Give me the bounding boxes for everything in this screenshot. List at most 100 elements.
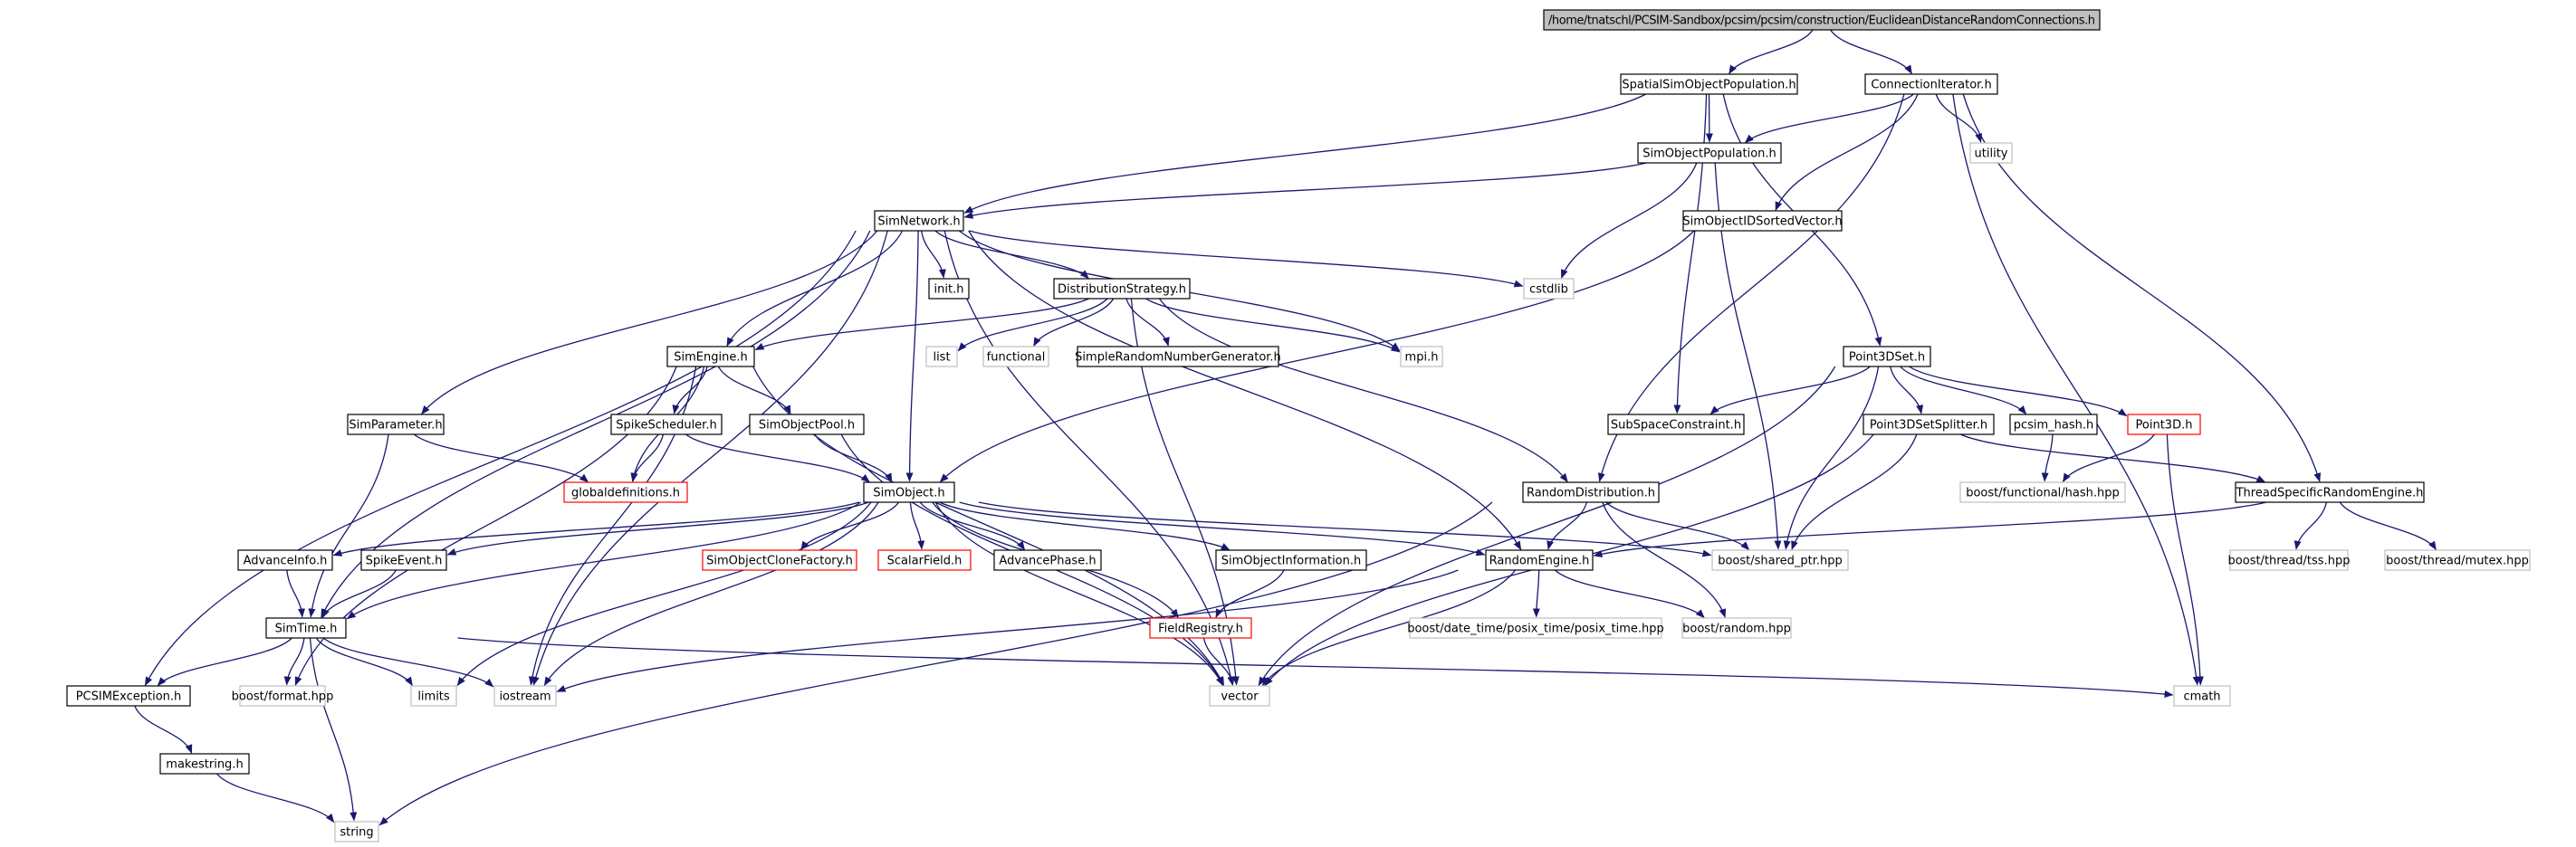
edge-simnet-to-simobject	[905, 230, 919, 482]
node-soid[interactable]: SimObjectIDSortedVector.h	[1682, 210, 1843, 232]
node-label-iostream: iostream	[499, 690, 551, 704]
node-sso_pop[interactable]: SpatialSimObjectPopulation.h	[1620, 73, 1798, 95]
node-advinfo[interactable]: AdvanceInfo.h	[237, 549, 333, 571]
node-bshared: boost/shared_ptr.hpp	[1711, 549, 1849, 571]
node-iostream: iostream	[493, 685, 557, 707]
node-box-cmath	[2173, 685, 2231, 707]
edge-sso_pop-to-simnet	[963, 93, 1647, 214]
node-label-vector: vector	[1221, 690, 1259, 704]
node-label-scalarfield: ScalarField.h	[887, 555, 962, 568]
node-advphase[interactable]: AdvancePhase.h	[993, 549, 1102, 571]
node-simnet[interactable]: SimNetwork.h	[874, 210, 964, 232]
nodes-layer: /home/tnatschl/PCSIM-Sandbox/pcsim/pcsim…	[66, 9, 2531, 842]
edge-randengine-to-bposix	[1532, 569, 1540, 618]
edge-simobject-to-socf	[800, 501, 900, 551]
node-box-randengine	[1485, 549, 1594, 571]
node-randengine[interactable]: RandomEngine.h	[1485, 549, 1594, 571]
node-label-p3dset: Point3DSet.h	[1849, 351, 1925, 365]
node-label-p3dsplit: Point3DSetSplitter.h	[1870, 419, 1987, 433]
node-tsre[interactable]: ThreadSpecificRandomEngine.h	[2235, 481, 2425, 503]
edge-diststrat-to-srng	[1125, 298, 1170, 347]
node-label-brandom: boost/random.hpp	[1682, 623, 1791, 636]
node-simparam[interactable]: SimParameter.h	[347, 414, 445, 435]
node-p3dset[interactable]: Point3DSet.h	[1843, 346, 1931, 367]
node-vector: vector	[1209, 685, 1270, 707]
edge-diststrat-to-functional	[1033, 298, 1115, 347]
node-box-pcsimexc	[66, 685, 191, 707]
edge-spikesched-to-globaldefs	[630, 433, 665, 482]
edge-simobject-to-iostream	[543, 501, 879, 687]
node-box-bposix	[1409, 617, 1662, 639]
node-sopool[interactable]: SimObjectPool.h	[749, 414, 865, 435]
node-soinfo[interactable]: SimObjectInformation.h	[1215, 549, 1367, 571]
edge-point3d-to-cmath	[2166, 433, 2204, 686]
node-box-conn_iter	[1864, 73, 1998, 95]
edge-randdist-to-string	[378, 501, 1493, 826]
node-simengine[interactable]: SimEngine.h	[666, 346, 755, 367]
edge-simtime-to-pcsimexc	[157, 637, 292, 687]
node-label-functional: functional	[987, 351, 1046, 365]
node-label-sim_obj_pop: SimObjectPopulation.h	[1642, 148, 1776, 161]
node-box-makestring	[159, 753, 250, 775]
node-label-pcsimhash: pcsim_hash.h	[2014, 419, 2094, 433]
node-pcsimexc[interactable]: PCSIMException.h	[66, 685, 191, 707]
edge-p3dsplit-to-tsre	[1960, 433, 2266, 483]
edge-simnet-to-vector	[943, 230, 1235, 686]
edge-makestring-to-string	[215, 773, 335, 823]
node-label-sso_pop: SpatialSimObjectPopulation.h	[1622, 79, 1796, 92]
node-socf[interactable]: SimObjectCloneFactory.h	[702, 549, 857, 571]
node-p3dsplit[interactable]: Point3DSetSplitter.h	[1863, 414, 1995, 435]
node-label-bformat: boost/format.hpp	[232, 690, 334, 704]
node-box-limits	[410, 685, 457, 707]
edge-diststrat-to-mpi	[1145, 298, 1401, 353]
node-scalarfield[interactable]: ScalarField.h	[877, 549, 972, 571]
node-box-randdist	[1522, 481, 1660, 503]
edge-soid-to-simobject	[939, 230, 1695, 483]
node-srng[interactable]: SimpleRandomNumberGenerator.h	[1075, 346, 1281, 367]
edge-p3dset-to-subspace	[1709, 366, 1871, 415]
node-list: list	[925, 346, 958, 367]
node-label-spikesched: SpikeScheduler.h	[616, 419, 716, 433]
node-diststrat[interactable]: DistributionStrategy.h	[1053, 278, 1191, 300]
node-simtime[interactable]: SimTime.h	[265, 617, 347, 639]
node-init[interactable]: init.h	[928, 278, 970, 300]
node-box-subspace	[1607, 414, 1745, 435]
node-pcsimhash[interactable]: pcsim_hash.h	[2009, 414, 2098, 435]
node-spikesched[interactable]: SpikeScheduler.h	[610, 414, 723, 435]
node-label-bmutex: boost/thread/mutex.hpp	[2386, 555, 2529, 568]
node-conn_iter[interactable]: ConnectionIterator.h	[1864, 73, 1998, 95]
node-point3d[interactable]: Point3D.h	[2127, 414, 2201, 435]
node-sim_obj_pop[interactable]: SimObjectPopulation.h	[1637, 142, 1782, 164]
edge-simobject-to-advphase	[919, 501, 1026, 551]
edge-simparam-to-simtime	[308, 433, 389, 618]
node-box-btss	[2229, 549, 2349, 571]
edge-root-to-sso_pop	[1729, 29, 1814, 75]
edge-p3dset-to-point3d	[1909, 366, 2128, 417]
node-label-cmath: cmath	[2183, 690, 2220, 704]
node-label-mpi: mpi.h	[1405, 351, 1439, 365]
node-label-cstdlib: cstdlib	[1529, 283, 1568, 297]
node-box-sim_obj_pop	[1637, 142, 1782, 164]
node-simobject[interactable]: SimObject.h	[863, 481, 955, 503]
edge-simobject-to-spikeevent	[446, 501, 869, 556]
edge-simengine-to-sopool	[717, 366, 791, 415]
node-globaldefs[interactable]: globaldefinitions.h	[563, 481, 688, 503]
node-cmath: cmath	[2173, 685, 2231, 707]
edge-p3dset-to-bshared	[1783, 366, 1880, 550]
node-box-socf	[702, 549, 857, 571]
node-fieldreg[interactable]: FieldRegistry.h	[1149, 617, 1252, 639]
node-root[interactable]: /home/tnatschl/PCSIM-Sandbox/pcsim/pcsim…	[1543, 9, 2101, 31]
node-spikeevent[interactable]: SpikeEvent.h	[360, 549, 447, 571]
node-box-pcsimhash	[2009, 414, 2098, 435]
node-box-advinfo	[237, 549, 333, 571]
edge-simnet-to-init	[920, 230, 946, 279]
node-label-advinfo: AdvanceInfo.h	[244, 555, 328, 568]
node-makestring[interactable]: makestring.h	[159, 753, 250, 775]
edge-conn_iter-to-utility	[1935, 93, 1983, 143]
edge-diststrat-to-randdist	[1158, 298, 1568, 483]
node-subspace[interactable]: SubSpaceConstraint.h	[1607, 414, 1745, 435]
edge-sopool-to-simobject	[814, 433, 893, 483]
node-label-tsre: ThreadSpecificRandomEngine.h	[2236, 487, 2424, 500]
edge-tsre-to-btss	[2294, 501, 2328, 550]
node-randdist[interactable]: RandomDistribution.h	[1522, 481, 1660, 503]
